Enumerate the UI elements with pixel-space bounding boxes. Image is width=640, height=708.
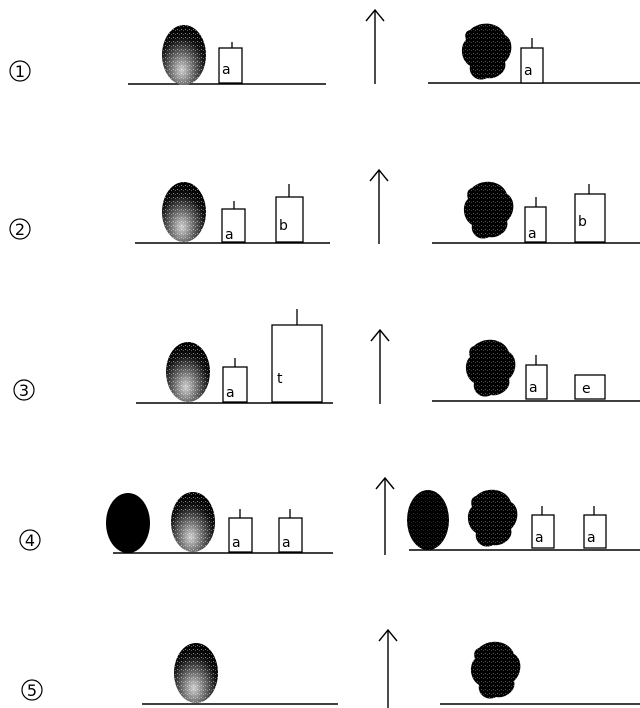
candle-box-a: a [219,42,242,83]
up-arrow [366,10,384,84]
row-number-1: 1 [10,61,30,81]
svg-text:b: b [578,214,587,230]
svg-text:a: a [524,63,533,79]
candle-box-a: a [521,38,543,83]
svg-text:5: 5 [27,681,37,700]
svg-text:t: t [277,371,283,387]
up-arrow [371,330,389,404]
candle-box-a: a [584,506,606,548]
up-arrow [376,478,394,555]
candle-box-a: a [525,197,546,242]
row-number-5: 5 [22,680,42,700]
row-number-3: 3 [14,380,34,400]
row-1: 1 a a [10,10,640,85]
row-3: 3 a t a [14,309,640,404]
speckled-egg-object [166,342,210,402]
svg-text:e: e [582,381,591,397]
candle-box-a: a [532,506,554,548]
candle-box-a: a [279,509,302,552]
row-5: 5 [22,630,640,708]
row-number-4: 4 [20,530,40,550]
svg-text:a: a [225,227,234,243]
svg-text:a: a [222,62,231,78]
blob-object [468,490,517,547]
svg-text:a: a [232,535,241,551]
blob-object [466,340,515,397]
black-egg-object [106,493,150,553]
speckled-egg-object [162,25,206,85]
row-4: 4 a a [20,478,640,555]
candle-box-b: b [276,184,303,242]
blob-object [464,182,513,239]
svg-text:a: a [535,530,544,546]
black-egg-object [407,490,449,550]
blob-object [462,24,511,80]
svg-text:a: a [529,380,538,396]
svg-text:a: a [282,535,291,551]
candle-box-e: e [575,375,605,399]
candle-box-a: a [526,355,547,399]
svg-text:a: a [587,530,596,546]
candle-box-a: a [223,358,247,402]
svg-text:1: 1 [15,62,25,81]
svg-text:b: b [279,218,288,234]
candle-box-b: b [575,184,605,242]
blob-object [471,642,520,699]
speckled-egg-object [162,182,206,242]
svg-text:3: 3 [19,381,29,400]
svg-text:a: a [226,385,235,401]
svg-text:4: 4 [25,531,35,550]
up-arrow [379,630,397,708]
svg-text:a: a [528,226,537,242]
row-number-2: 2 [10,219,30,239]
row-2: 2 a b a [10,170,640,244]
candle-box-a: a [222,201,245,243]
speckled-egg-object [171,492,215,552]
candle-box-t: t [272,309,322,402]
candle-box-a: a [229,509,252,552]
up-arrow [370,170,388,244]
svg-text:2: 2 [15,220,25,239]
speckled-egg-object [174,643,218,703]
